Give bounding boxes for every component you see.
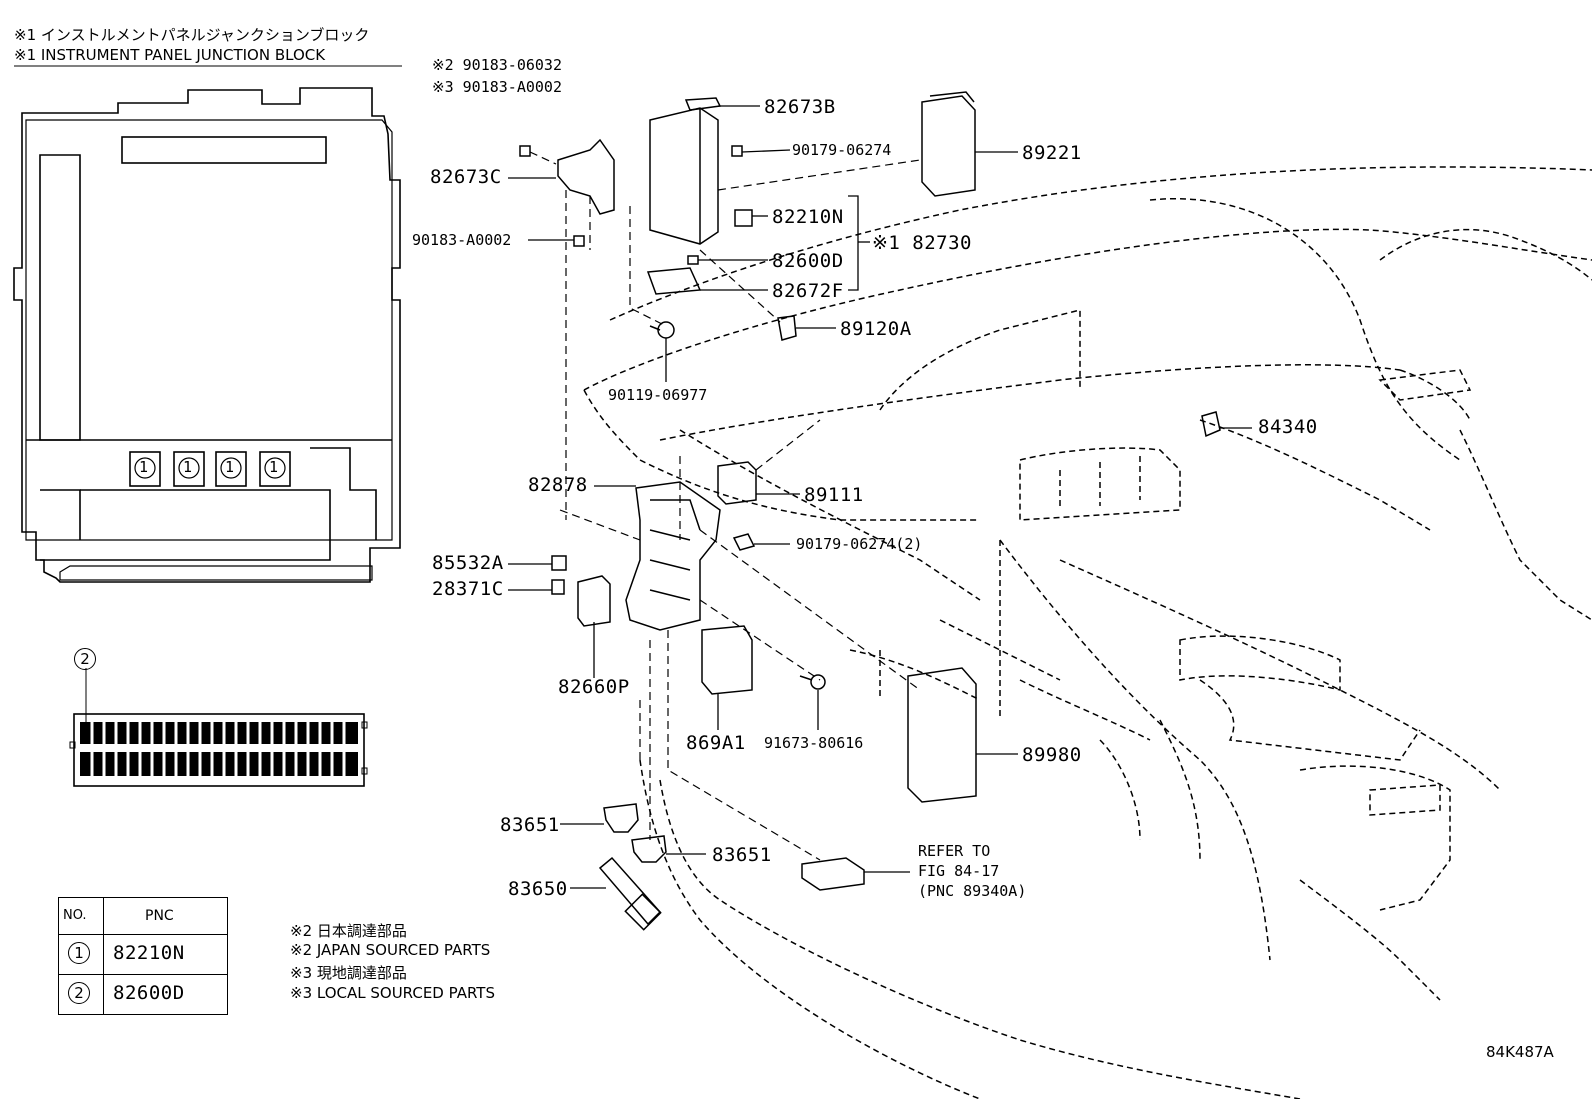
part-label-89221[interactable]: 89221 [1022, 142, 1082, 164]
part-label-84340[interactable]: 84340 [1258, 416, 1318, 438]
pnc-row-2-pnc: 82600D [113, 982, 185, 1004]
parts-drawing [519, 91, 1221, 931]
part-label-83650[interactable]: 83650 [508, 878, 568, 900]
part-label-82673c[interactable]: 82673C [430, 166, 502, 188]
junction-block-drawing [13, 87, 401, 583]
part-label-82878[interactable]: 82878 [528, 474, 588, 496]
pnc-row-separator-1 [59, 934, 227, 935]
figure-code: 84K487A [1486, 1043, 1554, 1061]
refer-line-1: REFER TO [918, 842, 991, 860]
part-label-85532a[interactable]: 85532A [432, 552, 504, 574]
part-label-83651-b[interactable]: 83651 [712, 844, 772, 866]
pnc-row-2-no: 2 [68, 982, 90, 1004]
part-label-89111[interactable]: 89111 [804, 484, 864, 506]
part-label-82672f[interactable]: 82672F [772, 280, 844, 302]
part-label-90119-06977[interactable]: 90119-06977 [608, 386, 708, 404]
fuse-marker-1b: 1 [183, 458, 193, 476]
fuse-marker-1d: 1 [269, 458, 279, 476]
note-2-jp: ※2 日本調達部品 [290, 922, 407, 940]
part-label-89120a[interactable]: 89120A [840, 318, 912, 340]
pnc-row-separator-2 [59, 974, 227, 975]
pnc-header-no: NO. [63, 908, 87, 923]
part-label-82660p[interactable]: 82660P [558, 676, 630, 698]
pnc-row-1-no: 1 [68, 942, 90, 964]
part-label-83651-a[interactable]: 83651 [500, 814, 560, 836]
refer-line-3: (PNC 89340A) [918, 882, 1027, 900]
part-label-90179-06274-2[interactable]: 90179-06274(2) [796, 535, 923, 553]
leader-lines [508, 105, 1252, 889]
part-label-90183-a0002[interactable]: 90183-A0002 [412, 231, 512, 249]
pnc-row-1-circle: 1 [68, 942, 90, 964]
instrument-panel-drawing [583, 166, 1592, 1099]
note-3-jp: ※3 現地調達部品 [290, 964, 407, 982]
part-label-82600d[interactable]: 82600D [772, 250, 844, 272]
pnc-table-divider [103, 898, 104, 1014]
part-label-28371c[interactable]: 28371C [432, 578, 504, 600]
fuse-marker-1c: 1 [225, 458, 235, 476]
part-label-91673-80616[interactable]: 91673-80616 [764, 734, 864, 752]
assembly-lines [529, 151, 921, 861]
note-3-en: ※3 LOCAL SOURCED PARTS [290, 984, 495, 1002]
part-label-90183-06032[interactable]: ※2 90183-06032 [432, 56, 562, 74]
connector-marker-label: 2 [74, 648, 96, 670]
connector-strip-drawing [69, 668, 368, 787]
pnc-row-1-pnc: 82210N [113, 942, 185, 964]
part-label-82673b[interactable]: 82673B [764, 96, 836, 118]
connector-marker-2: 2 [74, 648, 96, 670]
note-2-en: ※2 JAPAN SOURCED PARTS [290, 941, 491, 959]
junction-block-title-jp: ※1 インストルメントパネルジャンクションブロック [14, 26, 370, 44]
junction-block-title-en: ※1 INSTRUMENT PANEL JUNCTION BLOCK [14, 46, 326, 64]
fuse-marker-1a: 1 [139, 458, 149, 476]
refer-line-2: FIG 84-17 [918, 862, 1000, 880]
part-label-82730[interactable]: ※1 82730 [872, 232, 972, 254]
part-label-90183-a0002-top[interactable]: ※3 90183-A0002 [432, 78, 562, 96]
pnc-table: NO. PNC 1 82210N 2 82600D [58, 897, 228, 1015]
part-label-90179-06274[interactable]: 90179-06274 [792, 141, 892, 159]
pnc-header-pnc: PNC [145, 908, 174, 924]
part-label-82210n[interactable]: 82210N [772, 206, 844, 228]
part-label-89980[interactable]: 89980 [1022, 744, 1082, 766]
part-label-869a1[interactable]: 869A1 [686, 732, 746, 754]
pnc-row-2-circle: 2 [68, 982, 90, 1004]
